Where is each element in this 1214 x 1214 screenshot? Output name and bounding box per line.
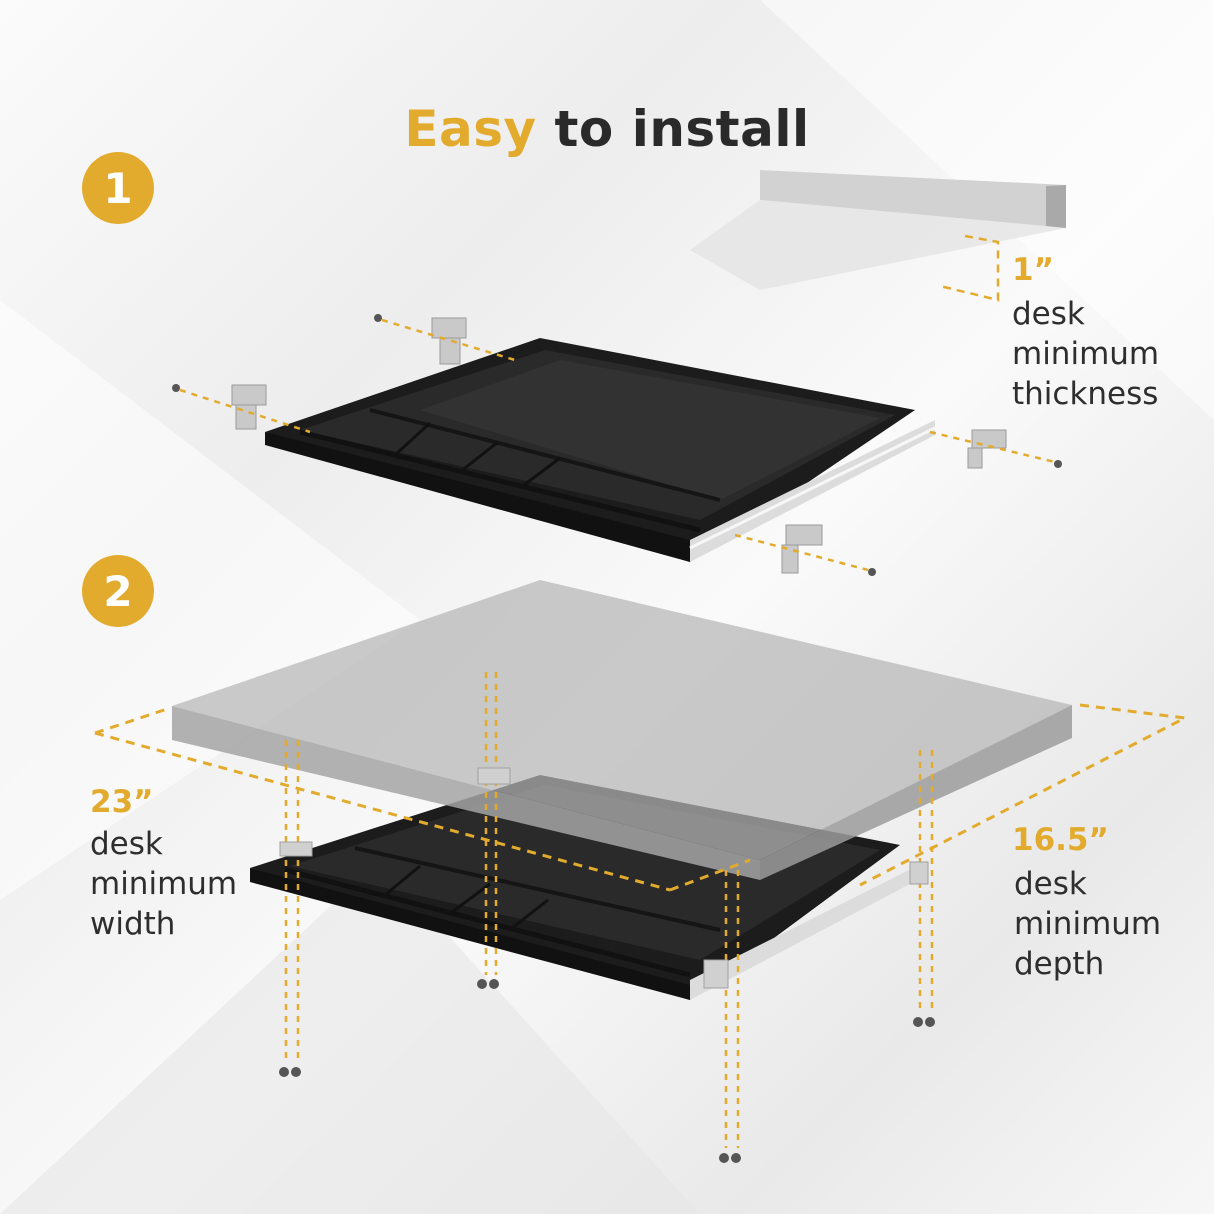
- depth-label-line: minimum: [1014, 906, 1162, 942]
- title-rest: to install: [536, 100, 810, 158]
- screw: [374, 314, 382, 322]
- mounting-bracket: [231, 384, 267, 430]
- width-label-line: minimum: [90, 866, 238, 902]
- drawer-step1: [265, 338, 936, 562]
- width-label-line: desk: [90, 826, 163, 862]
- screw: [868, 568, 876, 576]
- width-label-line: width: [90, 906, 176, 942]
- mounting-hardware-step2: [279, 767, 929, 989]
- background-facet: [0, 300, 420, 900]
- screws-step2: [279, 979, 935, 1163]
- thickness-dimension-lines: [939, 234, 1000, 302]
- title-accent: Easy: [404, 100, 537, 158]
- screw: [1054, 460, 1062, 468]
- depth-value: 16.5”: [1012, 822, 1109, 858]
- assembly-guide-lines-step1: [179, 318, 1056, 572]
- depth-label: desk minimum depth: [1014, 864, 1161, 984]
- thickness-label: desk minimum thickness: [1012, 294, 1159, 414]
- thickness-value: 1”: [1012, 252, 1054, 288]
- screw: [172, 384, 180, 392]
- thickness-label-line: minimum: [1012, 336, 1160, 372]
- depth-label-line: depth: [1014, 946, 1105, 982]
- thickness-label-line: thickness: [1012, 376, 1159, 412]
- width-depth-dimension-lines: [94, 703, 1191, 892]
- page-title: Easy to install: [0, 100, 1214, 158]
- width-value: 23”: [90, 784, 154, 820]
- assembly-guide-lines-step2: [284, 672, 934, 1148]
- mounting-bracket: [431, 317, 467, 365]
- step-badge-2: 2: [82, 555, 154, 627]
- desk-slab-step2: [172, 580, 1072, 880]
- mounting-bracket: [781, 524, 823, 574]
- background-facet: [0, 860, 700, 1214]
- depth-label-line: desk: [1014, 866, 1087, 902]
- thickness-label-line: desk: [1012, 296, 1085, 332]
- width-label: desk minimum width: [90, 824, 237, 944]
- step-badge-1: 1: [82, 152, 154, 224]
- desk-slab-step1: [690, 170, 1066, 290]
